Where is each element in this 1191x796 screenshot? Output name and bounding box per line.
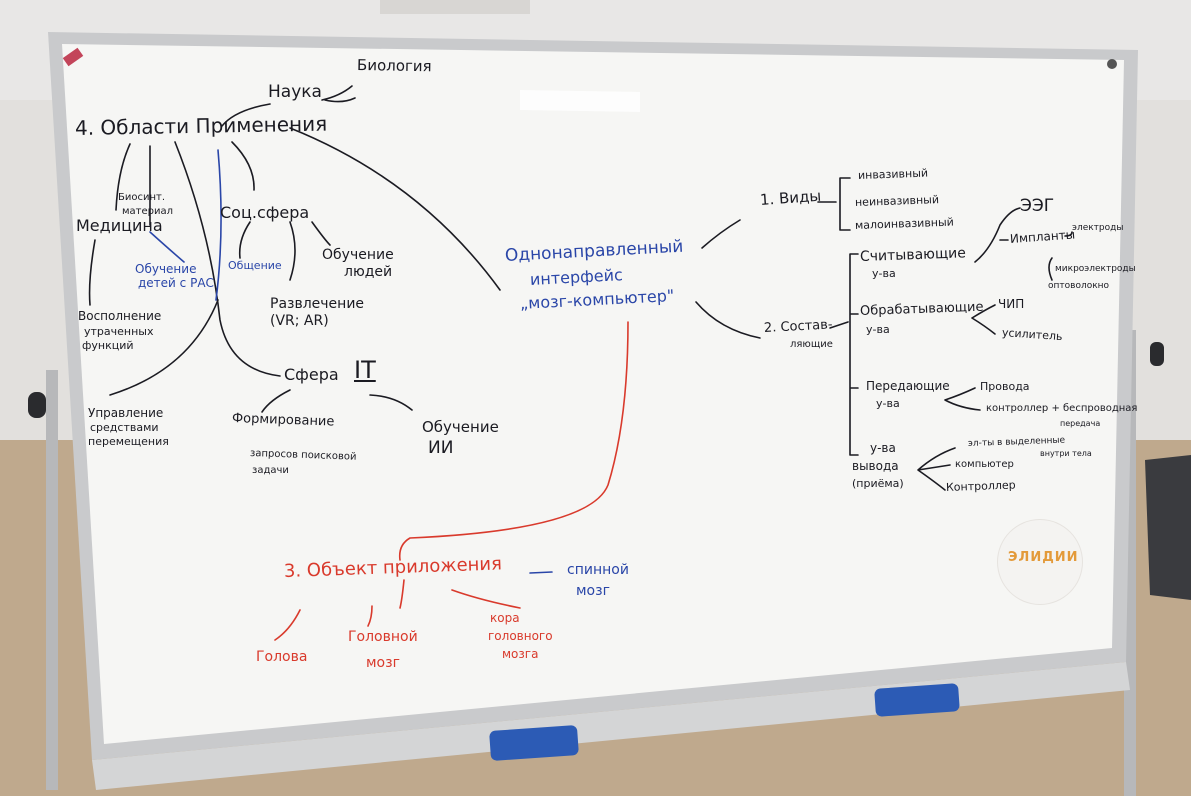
node-cortex-2: головного xyxy=(488,629,553,643)
node-restore-1: Восполнение xyxy=(78,309,162,323)
node-cortex-1: кора xyxy=(490,611,520,625)
node-computer: компьютер xyxy=(955,459,1014,470)
node-teach-people-2: людей xyxy=(344,264,393,280)
node-forming-3: задачи xyxy=(252,465,289,476)
chair xyxy=(1145,455,1191,600)
node-processing-2: у-ва xyxy=(866,323,890,336)
logo-text: ЭЛИДИИ xyxy=(1008,550,1079,565)
node-micro-1: микроэлектроды xyxy=(1055,264,1136,274)
node-center-2: интерфейс xyxy=(529,265,624,289)
node-entertainment-1: Развлечение xyxy=(270,296,365,312)
node-micro-2: оптоволокно xyxy=(1048,281,1110,291)
node-teach-pac-2: детей с РАС xyxy=(138,276,214,290)
node-electrodes: электроды xyxy=(1072,223,1124,233)
node-it: IT xyxy=(354,356,376,384)
ceiling-vent xyxy=(380,0,530,14)
node-el-output-2: внутри тела xyxy=(1040,449,1092,458)
node-brain-2: мозг xyxy=(366,655,400,671)
node-spinal-2: мозг xyxy=(576,583,610,599)
node-controller-wireless-2: передача xyxy=(1060,419,1101,428)
node-type-invasive: инвазивный xyxy=(857,166,929,182)
node-teach-pac-1: Обучение xyxy=(135,262,197,276)
node-applications: 4. Области Применения xyxy=(74,111,328,140)
node-type-minimal: малоинвазивный xyxy=(854,215,955,232)
node-biology: Биология xyxy=(356,56,432,76)
eraser-right xyxy=(874,683,960,717)
company-logo xyxy=(998,520,1082,604)
eraser-left xyxy=(489,725,579,761)
marker-tray xyxy=(92,662,1130,790)
node-reading-1: Считывающие xyxy=(859,245,967,265)
node-teach-people-1: Обучение xyxy=(322,247,394,263)
node-types: 1. Виды xyxy=(759,186,822,209)
node-spinal-1: спинной xyxy=(567,562,629,578)
node-communication: Общение xyxy=(228,259,282,272)
node-teach-ai-1: Обучение xyxy=(422,418,499,436)
node-output-3: (приёма) xyxy=(852,477,904,490)
node-brain-1: Головной xyxy=(348,629,418,645)
node-head: Голова xyxy=(256,649,308,665)
node-restore-2: утраченных xyxy=(84,325,154,338)
board-tag xyxy=(62,47,84,67)
stand-knob-right xyxy=(1150,342,1164,366)
node-it-sphere: Сфера xyxy=(284,365,339,384)
board-surface xyxy=(62,44,1124,744)
node-entertainment-2: (VR; AR) xyxy=(270,313,329,329)
node-restore-3: функций xyxy=(82,339,134,352)
node-forming-1: Формирование xyxy=(231,411,335,430)
stand-left xyxy=(46,370,58,790)
node-wires: Провода xyxy=(980,380,1030,393)
node-medicine: Медицина xyxy=(76,216,163,235)
node-reading-2: у-ва xyxy=(872,267,896,280)
node-control-2: средствами xyxy=(90,421,159,434)
node-transmit-1: Передающие xyxy=(866,379,950,393)
node-output-1: у-ва xyxy=(870,441,896,455)
board-glare xyxy=(520,90,640,112)
node-transmit-2: у-ва xyxy=(876,397,900,410)
node-teach-ai-2: ИИ xyxy=(428,438,454,458)
node-biosynth-1: Биосинт. xyxy=(118,192,166,203)
node-biosynth-2: материал xyxy=(122,206,174,217)
node-control-3: перемещения xyxy=(88,435,169,448)
stand-knob-left xyxy=(28,392,46,418)
node-control-1: Управление xyxy=(88,406,164,420)
node-controller-wireless-1: контроллер + беспроводная xyxy=(986,403,1138,414)
node-science: Наука xyxy=(268,82,322,102)
node-type-noninvasive: неинвазивный xyxy=(854,193,940,209)
node-cortex-3: мозга xyxy=(502,647,539,661)
node-composition-1: 2. Состав- xyxy=(763,317,833,336)
board-magnet xyxy=(1107,59,1117,69)
node-output-2: вывода xyxy=(852,459,899,473)
node-controller: Контроллер xyxy=(945,478,1016,494)
node-chip: ЧИП xyxy=(998,297,1025,311)
node-social: Соц.сфера xyxy=(220,203,310,222)
node-eeg: ЭЭГ xyxy=(1020,196,1055,216)
node-composition-2: ляющие xyxy=(790,339,833,350)
